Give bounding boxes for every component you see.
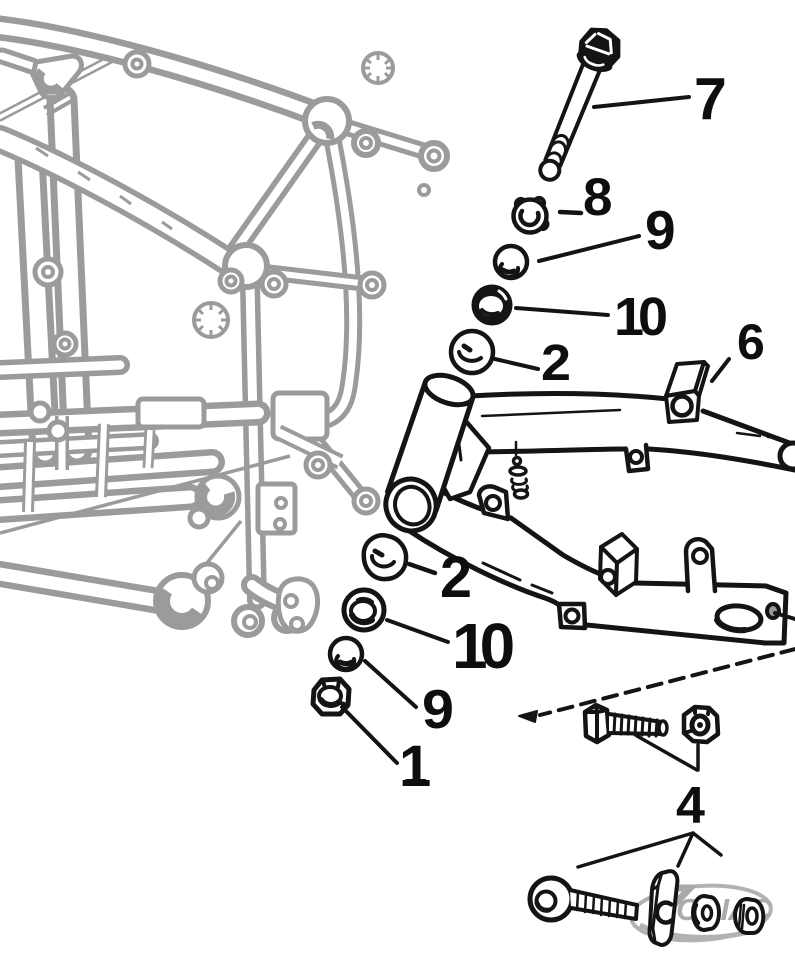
svg-text:2: 2 [541, 334, 571, 391]
svg-text:8: 8 [583, 168, 612, 227]
svg-text:7: 7 [694, 66, 727, 132]
svg-text:6: 6 [737, 314, 765, 370]
svg-text:9: 9 [422, 678, 454, 740]
svg-text:1: 1 [399, 734, 431, 799]
svg-text:2: 2 [440, 545, 472, 610]
svg-text:4: 4 [676, 777, 705, 835]
svg-text:10: 10 [452, 610, 513, 682]
svg-text:10: 10 [614, 287, 666, 347]
svg-text:9: 9 [645, 199, 676, 261]
